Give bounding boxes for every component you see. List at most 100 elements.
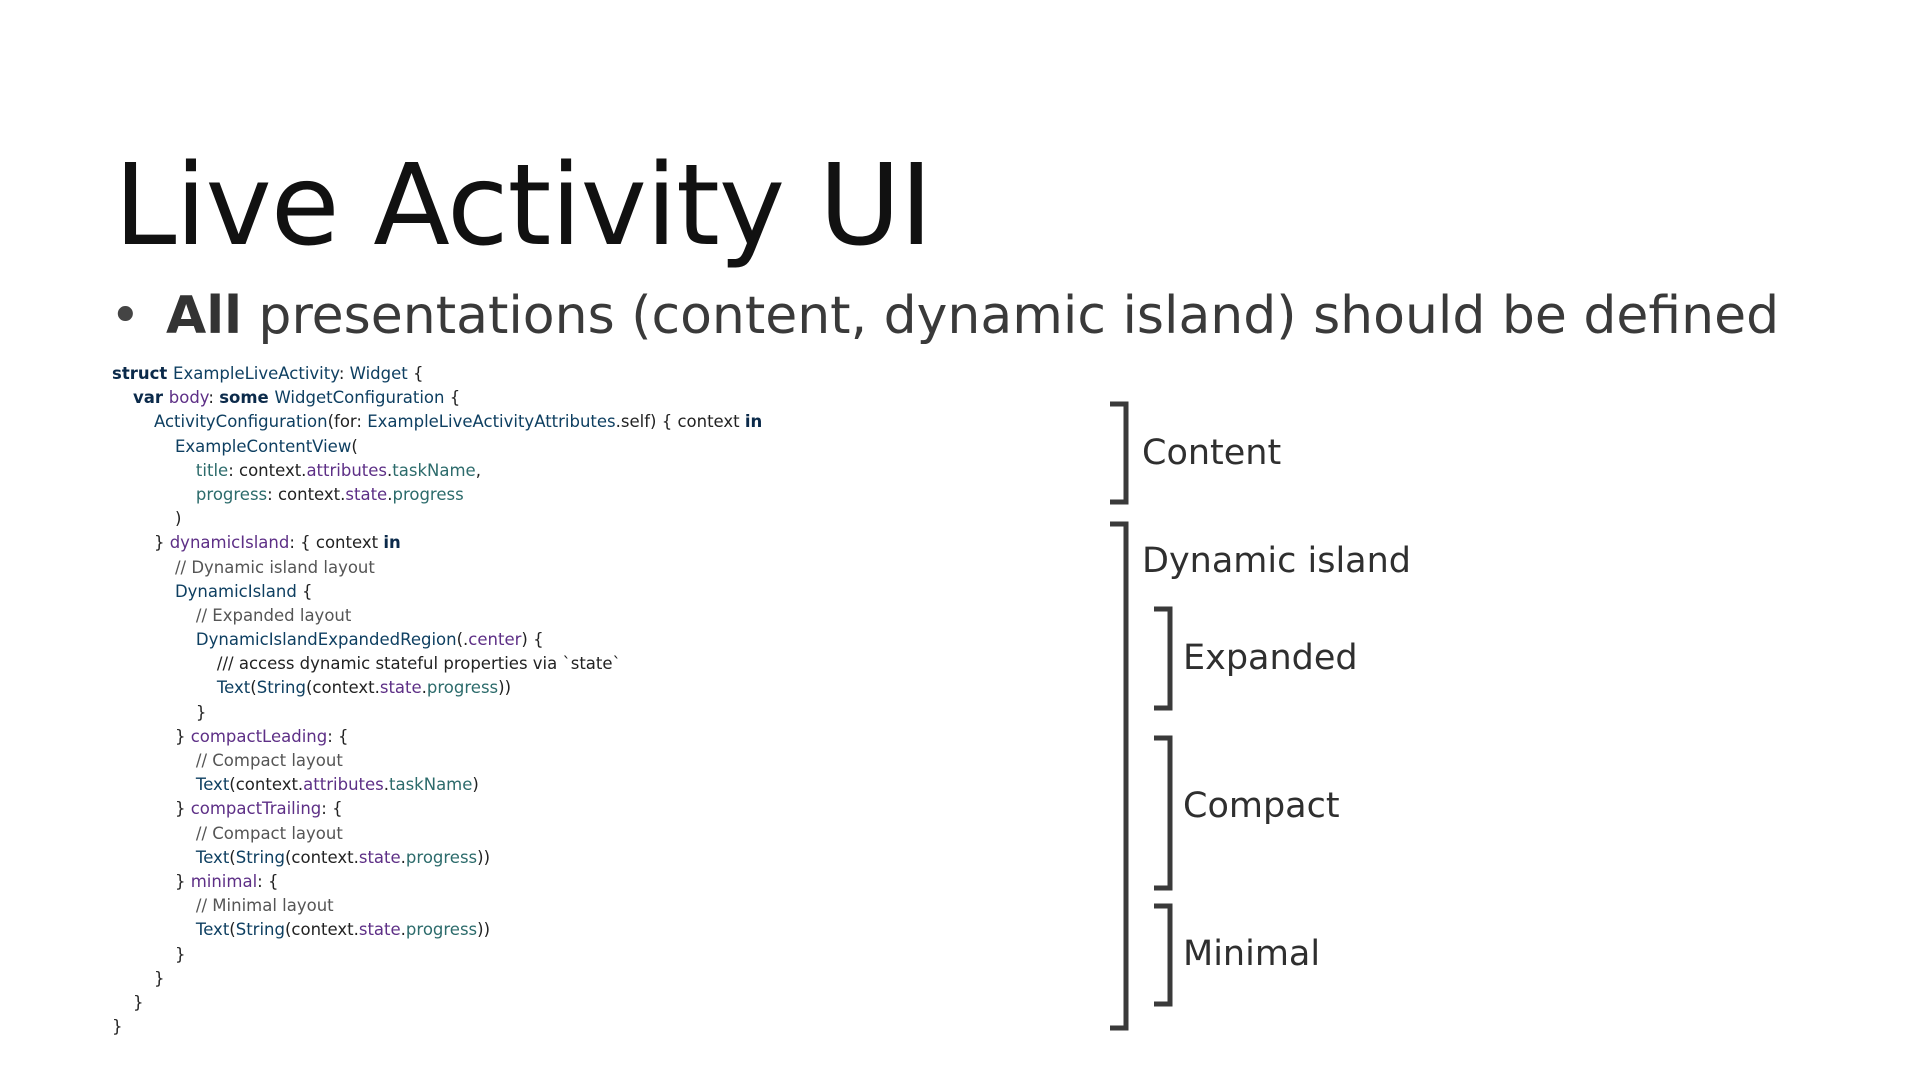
code-token: }	[112, 726, 191, 746]
code-line: Text(String(context.state.progress))	[112, 846, 762, 870]
code-token: .	[400, 847, 406, 867]
label-compact: Compact	[1183, 786, 1340, 826]
minimal-bracket	[1154, 903, 1173, 1007]
code-line: }	[112, 1015, 762, 1039]
code-token: .	[383, 775, 389, 795]
code-token	[112, 848, 196, 867]
code-token: ActivityConfiguration	[153, 412, 328, 432]
bullet-bold-text: All	[166, 286, 242, 346]
code-line: } compactLeading: {	[112, 725, 762, 749]
code-token: String	[235, 920, 285, 940]
code-token: }	[112, 992, 144, 1012]
code-token: String	[256, 678, 306, 698]
code-token: }	[112, 871, 191, 891]
code-token: .	[387, 460, 393, 480]
code-token	[112, 824, 196, 843]
bullet-marker: •	[110, 286, 141, 346]
code-token	[112, 630, 196, 649]
code-token: progress	[195, 484, 268, 504]
code-token	[112, 775, 196, 794]
label-expanded: Expanded	[1183, 638, 1358, 678]
code-token: :	[338, 364, 350, 383]
code-token: :	[208, 388, 220, 408]
code-token: Text	[195, 775, 230, 795]
code-token: // Minimal layout	[195, 896, 334, 916]
label-content: Content	[1142, 433, 1282, 473]
code-token: }	[112, 968, 165, 988]
bullet-text: presentations (content, dynamic island) …	[241, 286, 1780, 346]
code-token: WidgetConfiguration	[274, 388, 445, 408]
code-token: struct	[112, 364, 174, 383]
code-token	[112, 751, 196, 770]
code-token: minimal	[190, 871, 258, 891]
code-token: progress	[392, 484, 464, 504]
code-line: }	[112, 991, 762, 1015]
code-token: ExampleContentView	[174, 436, 352, 456]
code-token: ExampleLiveActivityAttributes	[367, 412, 616, 432]
code-token: }	[112, 533, 170, 553]
code-token: Text	[216, 678, 251, 698]
code-token: title	[195, 460, 229, 480]
code-line: title: context.attributes.taskName,	[112, 459, 762, 483]
code-token: : { context	[289, 533, 384, 553]
expanded-bracket	[1154, 606, 1173, 711]
label-minimal: Minimal	[1183, 934, 1321, 974]
code-token	[112, 412, 154, 431]
code-line: // Compact layout	[112, 822, 762, 846]
code-token: (	[229, 847, 236, 867]
code-line: struct ExampleLiveActivity: Widget {	[112, 362, 762, 386]
code-token	[112, 582, 175, 601]
code-line: progress: context.state.progress	[112, 483, 762, 507]
code-line: } minimal: {	[112, 870, 762, 894]
code-line: )	[112, 507, 762, 531]
code-token: ))	[498, 678, 512, 698]
code-token	[112, 654, 217, 673]
code-line: Text(context.attributes.taskName)	[112, 773, 762, 797]
code-token: DynamicIslandExpandedRegion	[195, 630, 457, 650]
code-token: progress	[405, 920, 478, 940]
label-dynamic-island: Dynamic island	[1142, 541, 1412, 581]
code-token	[112, 558, 175, 577]
code-line: } dynamicIsland: { context in	[112, 531, 762, 555]
code-token: Text	[195, 847, 230, 867]
code-line: DynamicIsland {	[112, 580, 762, 604]
code-token: DynamicIsland	[174, 581, 297, 601]
code-line: Text(String(context.state.progress))	[112, 918, 762, 942]
code-token: compactLeading	[190, 726, 328, 746]
code-token: // Compact layout	[195, 751, 343, 770]
code-token: (	[229, 920, 236, 940]
code-token: (	[351, 436, 358, 456]
code-token: (	[250, 678, 257, 698]
code-line: }	[112, 701, 762, 725]
code-token: // Compact layout	[195, 823, 343, 843]
code-token: in	[383, 533, 401, 553]
slide-title: Live Activity UI	[114, 141, 933, 271]
code-token: state	[358, 920, 401, 940]
code-token: {	[407, 364, 424, 383]
code-token: }	[112, 944, 186, 964]
code-token: .	[421, 678, 427, 698]
dynamic-island-bracket	[1110, 521, 1129, 1031]
compact-bracket	[1154, 735, 1173, 891]
code-token	[112, 485, 196, 504]
code-token: : {	[257, 871, 279, 891]
code-token: Widget	[349, 364, 408, 383]
code-line: }	[112, 967, 762, 991]
code-line: var body: some WidgetConfiguration {	[112, 386, 762, 410]
code-token: }	[112, 1017, 123, 1037]
code-token: attributes	[303, 775, 384, 795]
code-token: // Expanded layout	[195, 605, 352, 625]
code-token: : context.	[228, 460, 307, 480]
code-token	[112, 461, 196, 480]
content-bracket	[1110, 401, 1129, 505]
code-token: progress	[426, 678, 499, 698]
code-token: {	[444, 388, 461, 408]
code-token: : {	[321, 799, 343, 819]
code-token: body	[168, 388, 209, 408]
code-token: ExampleLiveActivity	[173, 364, 339, 383]
code-token: {	[296, 581, 313, 601]
code-line: }	[112, 943, 762, 967]
code-line: } compactTrailing: {	[112, 797, 762, 821]
code-line: ExampleContentView(	[112, 435, 762, 459]
code-token	[112, 388, 133, 407]
